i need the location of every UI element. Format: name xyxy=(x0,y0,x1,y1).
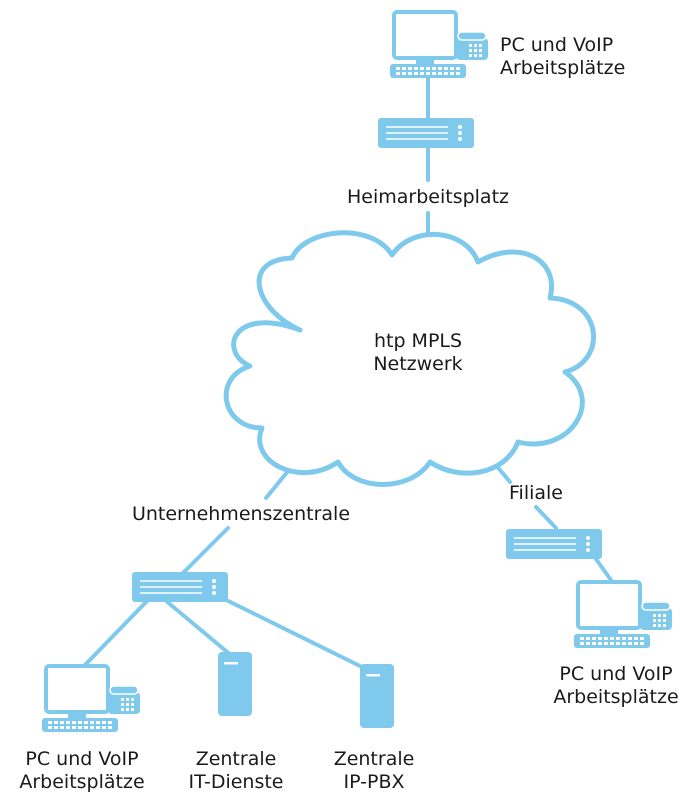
hq-workstation-label: PC und VoIP Arbeitsplätze xyxy=(19,748,144,794)
link-branch-label-router xyxy=(534,505,558,530)
hq-site-label: Unternehmenszentrale xyxy=(132,503,350,526)
cloud-line1: htp MPLS xyxy=(373,330,463,352)
cloud-icon xyxy=(223,230,597,487)
link-hq-router-it xyxy=(163,598,234,658)
hq-it-server-line1: Zentrale xyxy=(195,748,277,770)
pc-phone-icon xyxy=(388,10,490,80)
home-site-label: Heimarbeitsplatz xyxy=(347,186,509,209)
hq-workstation-line2: Arbeitsplätze xyxy=(19,771,145,793)
cloud-label: htp MPLS Netzwerk xyxy=(373,330,462,376)
router-icon xyxy=(131,571,229,603)
hq-it-server-line2: IT-Dienste xyxy=(188,771,284,793)
branch-workstation-line1: PC und VoIP xyxy=(559,663,673,685)
branch-workstation-line2: Arbeitsplätze xyxy=(553,686,679,708)
branch-workstation-label: PC und VoIP Arbeitsplätze xyxy=(553,663,678,709)
pc-phone-icon xyxy=(572,580,674,650)
branch-site-text: Filiale xyxy=(509,482,563,504)
router-icon xyxy=(505,528,603,560)
link-hq-router-pbx xyxy=(208,590,362,668)
server-icon xyxy=(360,664,394,728)
hq-pbx-server-label: Zentrale IP-PBX xyxy=(334,748,415,794)
home-workstation-label: PC und VoIP Arbeitsplätze xyxy=(500,34,625,80)
router-icon xyxy=(377,117,475,149)
branch-site-label: Filiale xyxy=(509,482,563,505)
home-workstation-line1: PC und VoIP xyxy=(500,34,614,56)
hq-pbx-server-line1: Zentrale xyxy=(333,748,415,770)
hq-site-text: Unternehmenszentrale xyxy=(131,503,351,525)
server-icon xyxy=(218,652,252,716)
hq-workstation-line1: PC und VoIP xyxy=(25,748,139,770)
pc-phone-icon xyxy=(40,664,142,734)
home-site-text: Heimarbeitsplatz xyxy=(346,186,510,208)
link-hq-router-pc xyxy=(82,598,150,668)
cloud-line2: Netzwerk xyxy=(373,353,463,375)
link-hq-label-router xyxy=(176,526,230,580)
home-workstation-line2: Arbeitsplätze xyxy=(500,57,626,79)
hq-pbx-server-line2: IP-PBX xyxy=(343,771,405,793)
hq-it-server-label: Zentrale IT-Dienste xyxy=(189,748,284,794)
